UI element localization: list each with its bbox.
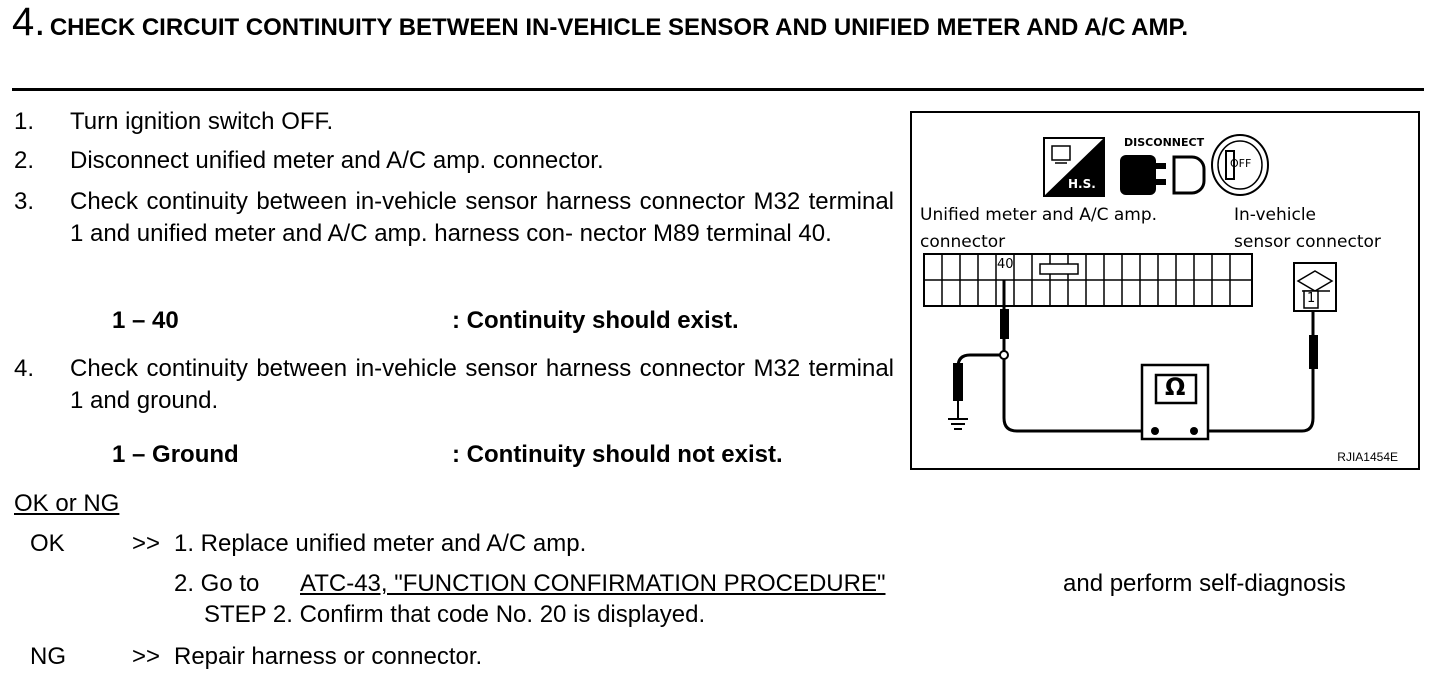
ok-arrow: >> (132, 530, 161, 557)
figure-code: RJIA1454E (1337, 450, 1398, 464)
hs-icon (1043, 137, 1105, 197)
function-confirmation-link[interactable]: ATC-43, "FUNCTION CONFIRMATION PROCEDURE… (300, 570, 886, 597)
step-title: 4. CHECK CIRCUIT CONTINUITY BETWEEN IN-V… (12, 2, 1412, 51)
probe-ground (953, 363, 963, 401)
instruction-number: 1. (14, 108, 35, 135)
spec-result: : Continuity should not exist. (452, 441, 783, 468)
disconnect-icon (1120, 155, 1206, 195)
instruction-text: Disconnect unified meter and A/C amp. co… (70, 147, 604, 174)
ok-step-2-suffix: and perform self-diagnosis (1063, 570, 1346, 597)
instruction-number: 4. (14, 355, 35, 382)
sensor-connector-label-line2: sensor connector (1234, 232, 1381, 252)
ignition-key-icon (1211, 134, 1269, 196)
sensor-connector-label: In-vehicle (1234, 205, 1317, 225)
terminal-40-label: 40 (997, 257, 1014, 272)
ground-icon (948, 401, 968, 430)
ok-step-2-prefix: 2. Go to (174, 570, 260, 597)
result-heading: OK or NG (14, 490, 120, 517)
key-label: OFF (1230, 157, 1252, 170)
junction-point (999, 350, 1009, 360)
spec-terminals: 1 – Ground (112, 441, 239, 468)
ng-arrow: >> (132, 643, 161, 670)
instruction-number: 3. (14, 188, 35, 215)
title-divider (12, 88, 1424, 91)
test-leads (956, 297, 1315, 433)
circuit-diagram (923, 134, 1337, 441)
ng-label: NG (30, 643, 66, 670)
ok-label: OK (30, 530, 65, 557)
meter-connector-label: Unified meter and A/C amp. (920, 205, 1158, 225)
sensor-connector (1293, 262, 1337, 312)
probe-left (1000, 309, 1009, 339)
instruction-text: Turn ignition switch OFF. (70, 108, 334, 135)
ohmmeter-icon (1140, 363, 1210, 441)
probe-right (1309, 335, 1318, 369)
disconnect-label: DISCONNECT (1124, 136, 1205, 149)
instruction-number: 2. (14, 147, 35, 174)
ohm-symbol: Ω (1165, 373, 1186, 401)
instruction-text: Check continuity between in-vehicle sens… (70, 355, 894, 414)
step-heading: CHECK CIRCUIT CONTINUITY BETWEEN IN-VEHI… (49, 14, 1189, 41)
wiring-figure: DISCONNECT H.S. OFF Unified meter and A/… (910, 111, 1420, 470)
meter-connector (923, 253, 1253, 307)
instruction-text: Check continuity between in-vehicle sens… (70, 188, 894, 247)
ok-step-1: 1. Replace unified meter and A/C amp. (174, 530, 587, 557)
ng-text: Repair harness or connector. (174, 643, 483, 670)
terminal-1-label: 1 (1307, 291, 1316, 306)
hs-label: H.S. (1068, 177, 1096, 191)
ok-step-2-line2: STEP 2. Confirm that code No. 20 is disp… (204, 601, 706, 628)
step-number: 4. (12, 0, 46, 44)
spec-terminals: 1 – 40 (112, 307, 179, 334)
spec-result: : Continuity should exist. (452, 307, 739, 334)
meter-connector-label-line2: connector (920, 232, 1006, 252)
